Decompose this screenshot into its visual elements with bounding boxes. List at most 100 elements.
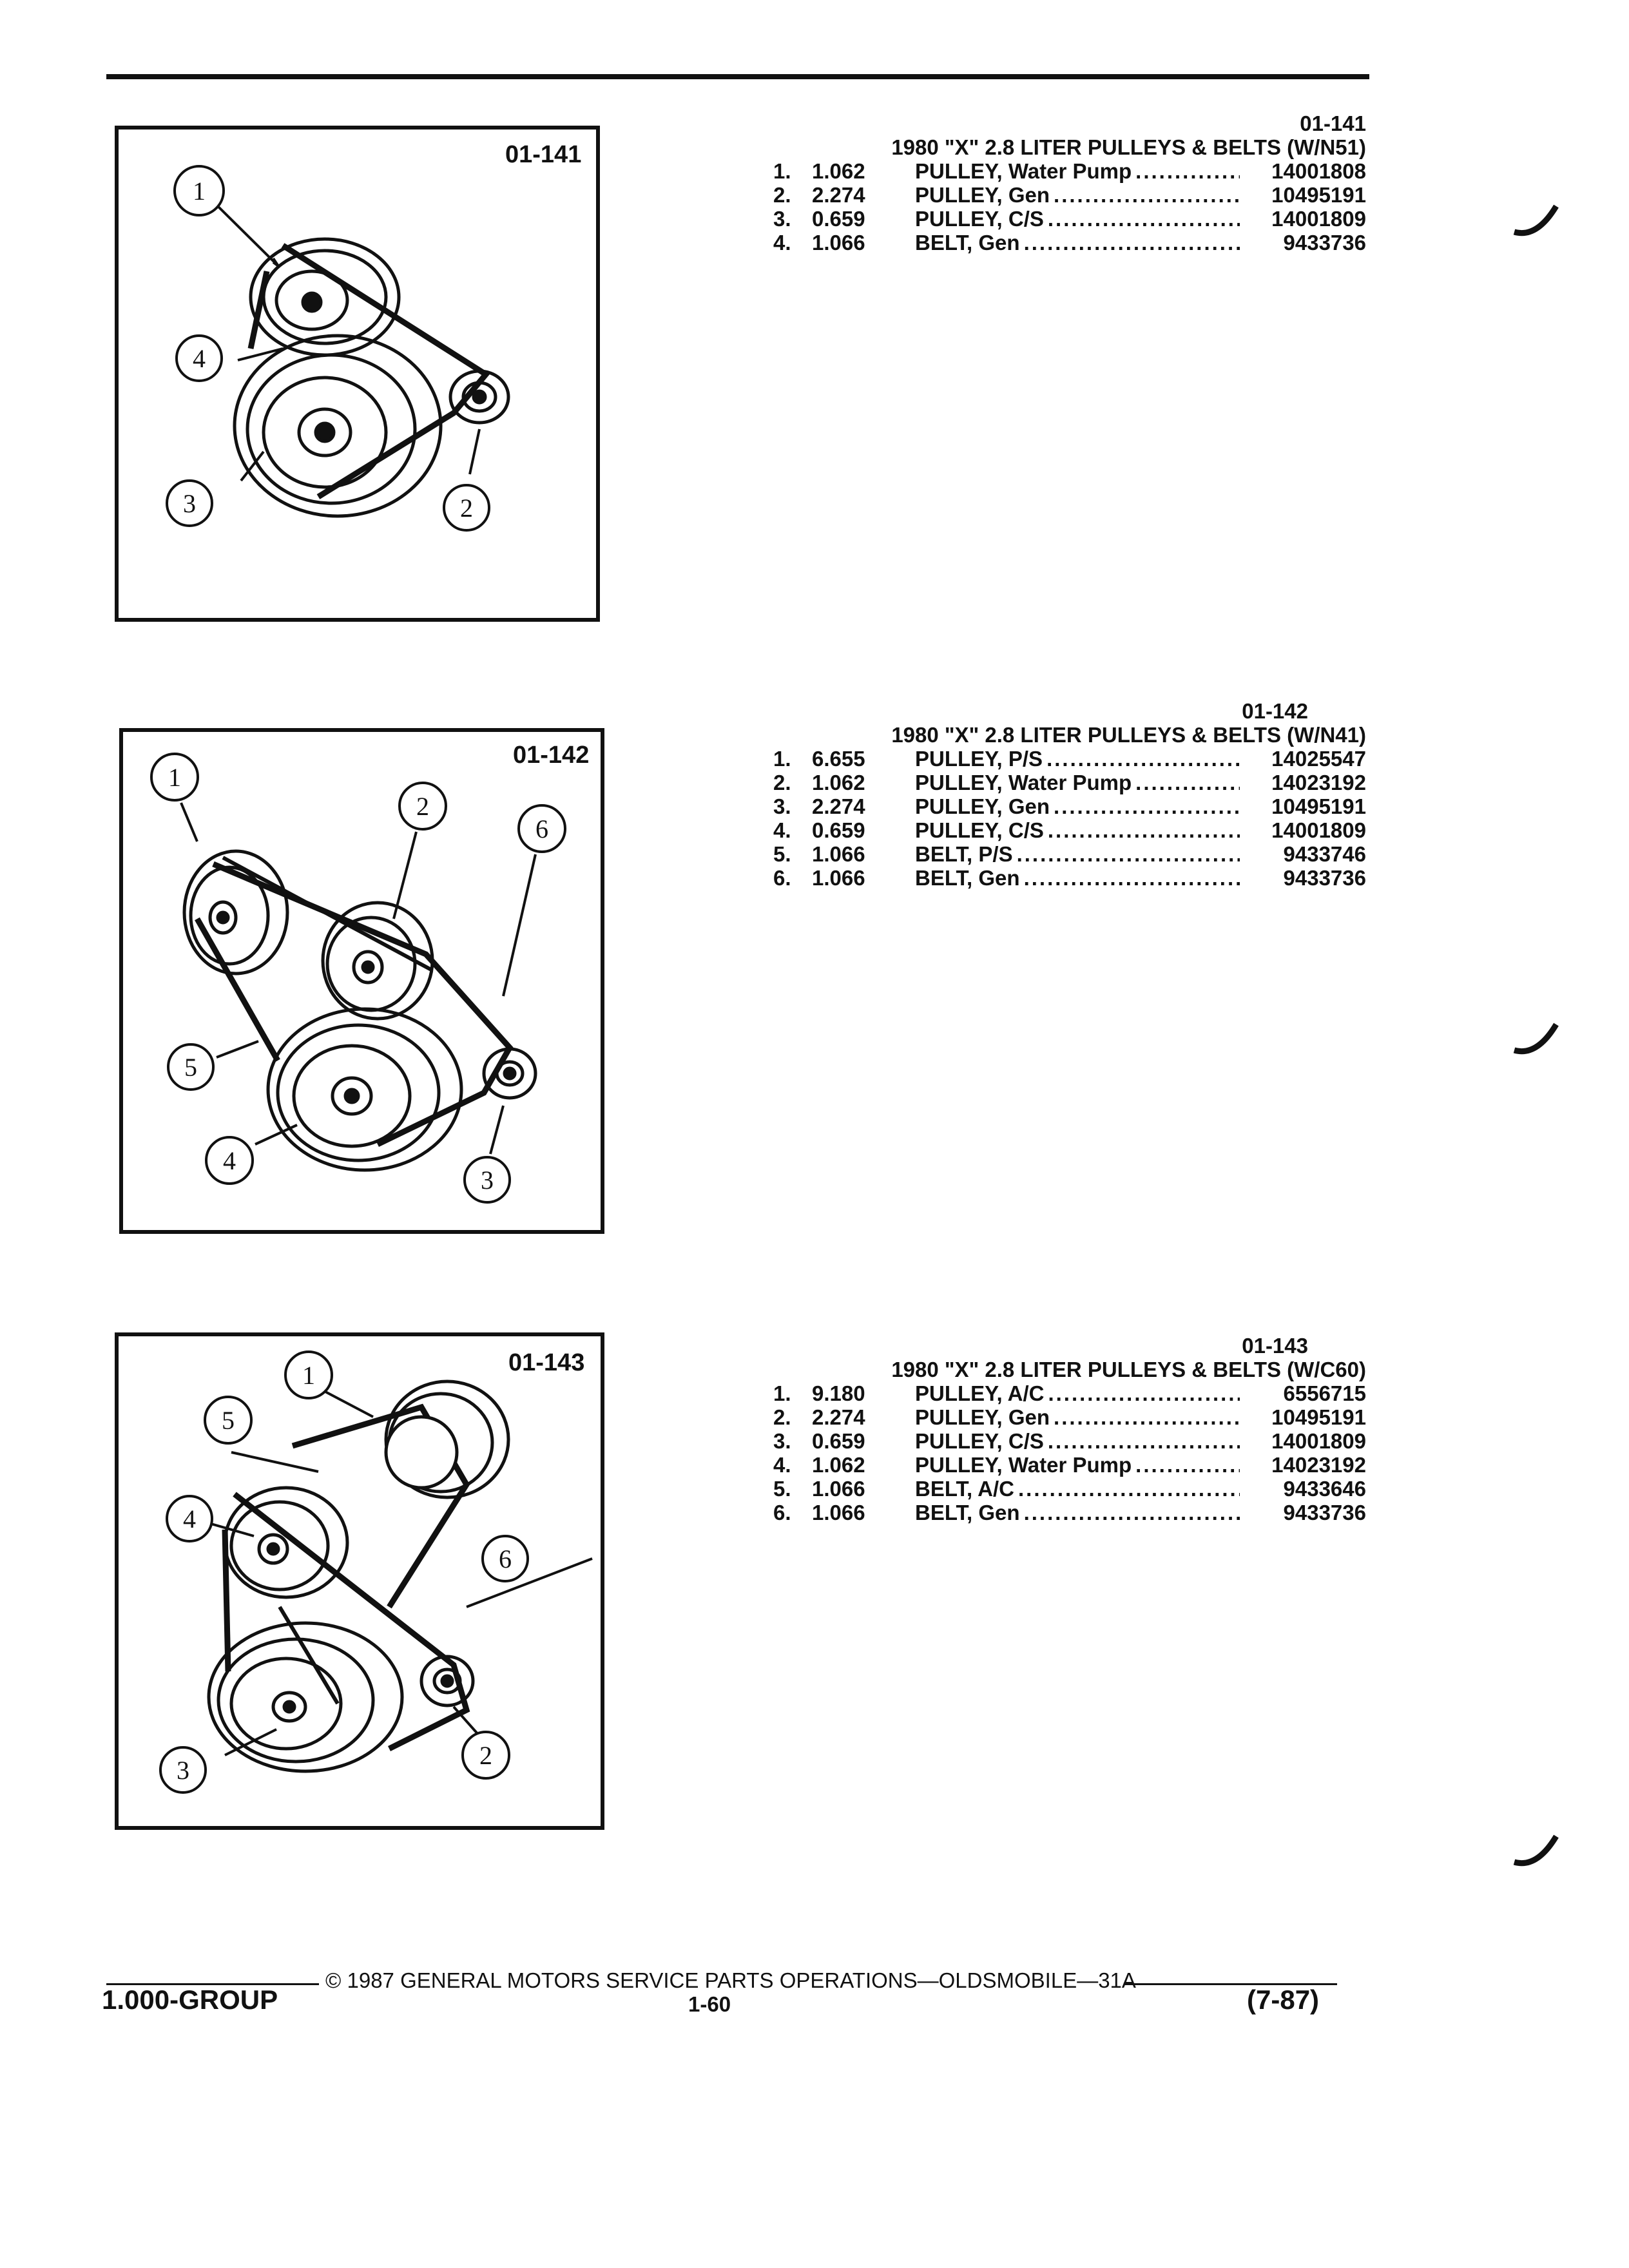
callout-2 (398, 782, 447, 831)
callout-1-label: 1 (302, 1361, 315, 1390)
callout-4 (166, 1495, 213, 1542)
item-value: 1.066 (812, 1501, 865, 1524)
item-value: 1.066 (812, 1477, 865, 1501)
part-number: 14023192 (1271, 1453, 1366, 1477)
callout-4-label: 4 (183, 1504, 196, 1533)
callout-4-label: 4 (223, 1146, 236, 1175)
item-value: 0.659 (812, 818, 865, 842)
callout-2-label: 2 (479, 1741, 492, 1770)
section-title: 1980 "X" 2.8 LITER PULLEYS & BELTS (W/N5… (891, 135, 1366, 159)
item-description: PULLEY, C/S (915, 207, 1044, 231)
item-description: PULLEY, Water Pump (915, 159, 1132, 183)
callout-1-label: 1 (168, 763, 181, 792)
callout-3 (159, 1746, 207, 1794)
item-value: 2.274 (812, 1405, 865, 1429)
item-number: 1. (773, 1381, 791, 1405)
callout-6 (517, 804, 566, 853)
list-item: 4. 0.659 PULLEY, C/S 14001809 (773, 818, 1366, 842)
callout-3-label: 3 (481, 1166, 494, 1195)
binder-mark-3 (1513, 1834, 1559, 1867)
item-description: PULLEY, Water Pump (915, 771, 1132, 794)
pulley-diagram-01-142: 1 2 6 5 4 3 (150, 753, 566, 1204)
parts-list-01-141: 01-141 1980 "X" 2.8 LITER PULLEYS & BELT… (773, 111, 1366, 255)
footer-group: 1.000-GROUP (102, 1984, 278, 2015)
part-number: 14001809 (1271, 1429, 1366, 1453)
item-number: 4. (773, 231, 791, 255)
item-value: 1.062 (812, 159, 865, 183)
item-number: 4. (773, 1453, 791, 1477)
part-number: 6556715 (1283, 1381, 1366, 1405)
item-number: 6. (773, 866, 791, 890)
part-number: 9433746 (1283, 842, 1366, 866)
pulley-diagram-01-141: 1 4 3 2 (166, 165, 510, 532)
callout-5 (167, 1043, 215, 1091)
callout-1 (173, 165, 225, 216)
part-number: 9433646 (1283, 1477, 1366, 1501)
item-value: 1.066 (812, 842, 865, 866)
section-id: 01-142 (1242, 699, 1308, 723)
item-number: 2. (773, 183, 791, 207)
item-value: 6.655 (812, 747, 865, 771)
item-description: PULLEY, C/S (915, 1429, 1044, 1453)
footer-date: (7-87) (1247, 1984, 1320, 2015)
figure-01-142: 01-142 (119, 728, 604, 1234)
callout-6-label: 6 (499, 1544, 512, 1573)
item-number: 4. (773, 818, 791, 842)
item-description: BELT, A/C (915, 1477, 1014, 1501)
figure-id-label: 01-141 (505, 141, 582, 168)
item-number: 5. (773, 1477, 791, 1501)
item-description: BELT, P/S (915, 842, 1013, 866)
part-number: 14001809 (1271, 818, 1366, 842)
item-value: 2.274 (812, 794, 865, 818)
section-title: 1980 "X" 2.8 LITER PULLEYS & BELTS (W/N4… (891, 723, 1366, 747)
figure-id-label: 01-143 (508, 1349, 585, 1376)
callout-6-label: 6 (535, 814, 548, 843)
callout-3-label: 3 (177, 1756, 189, 1785)
section-id: 01-143 (1242, 1334, 1308, 1358)
part-number: 14025547 (1271, 747, 1366, 771)
callout-5-label: 5 (184, 1053, 197, 1082)
item-description: PULLEY, C/S (915, 818, 1044, 842)
footer-copyright: © 1987 GENERAL MOTORS SERVICE PARTS OPER… (325, 1968, 1136, 1992)
item-description: PULLEY, A/C (915, 1381, 1045, 1405)
callout-4 (205, 1136, 254, 1185)
item-value: 0.659 (812, 1429, 865, 1453)
callout-2-label: 2 (460, 494, 473, 523)
figure-01-143: 01-143 (115, 1332, 604, 1830)
callout-1-label: 1 (193, 177, 206, 206)
callout-5 (204, 1396, 253, 1445)
parts-list-01-142: 01-142 1980 "X" 2.8 LITER PULLEYS & BELT… (773, 699, 1366, 890)
list-item: 5. 1.066 BELT, A/C 9433646 (773, 1477, 1366, 1501)
item-number: 5. (773, 842, 791, 866)
callout-2 (443, 484, 490, 532)
item-description: BELT, Gen (915, 231, 1020, 255)
item-number: 2. (773, 1405, 791, 1429)
binder-mark-2 (1513, 1023, 1559, 1055)
item-number: 3. (773, 794, 791, 818)
figure-01-141: 01-141 (115, 126, 600, 622)
part-number: 9433736 (1283, 866, 1366, 890)
callout-1 (284, 1350, 333, 1399)
item-number: 2. (773, 771, 791, 794)
figure-id-label: 01-142 (513, 742, 590, 769)
item-description: PULLEY, P/S (915, 747, 1043, 771)
item-number: 6. (773, 1501, 791, 1524)
callout-2 (461, 1731, 510, 1780)
footer-rule-left (106, 1983, 319, 1985)
part-number: 10495191 (1271, 183, 1366, 207)
callout-3 (166, 479, 213, 527)
footer-page-number: 1-60 (688, 1992, 731, 2016)
pulley-diagram-01-143: 1 5 4 6 3 2 (159, 1350, 593, 1794)
part-number: 14001809 (1271, 207, 1366, 231)
callout-4 (175, 334, 223, 382)
callout-1 (150, 753, 199, 802)
footer-rule-right (1124, 1983, 1337, 1985)
